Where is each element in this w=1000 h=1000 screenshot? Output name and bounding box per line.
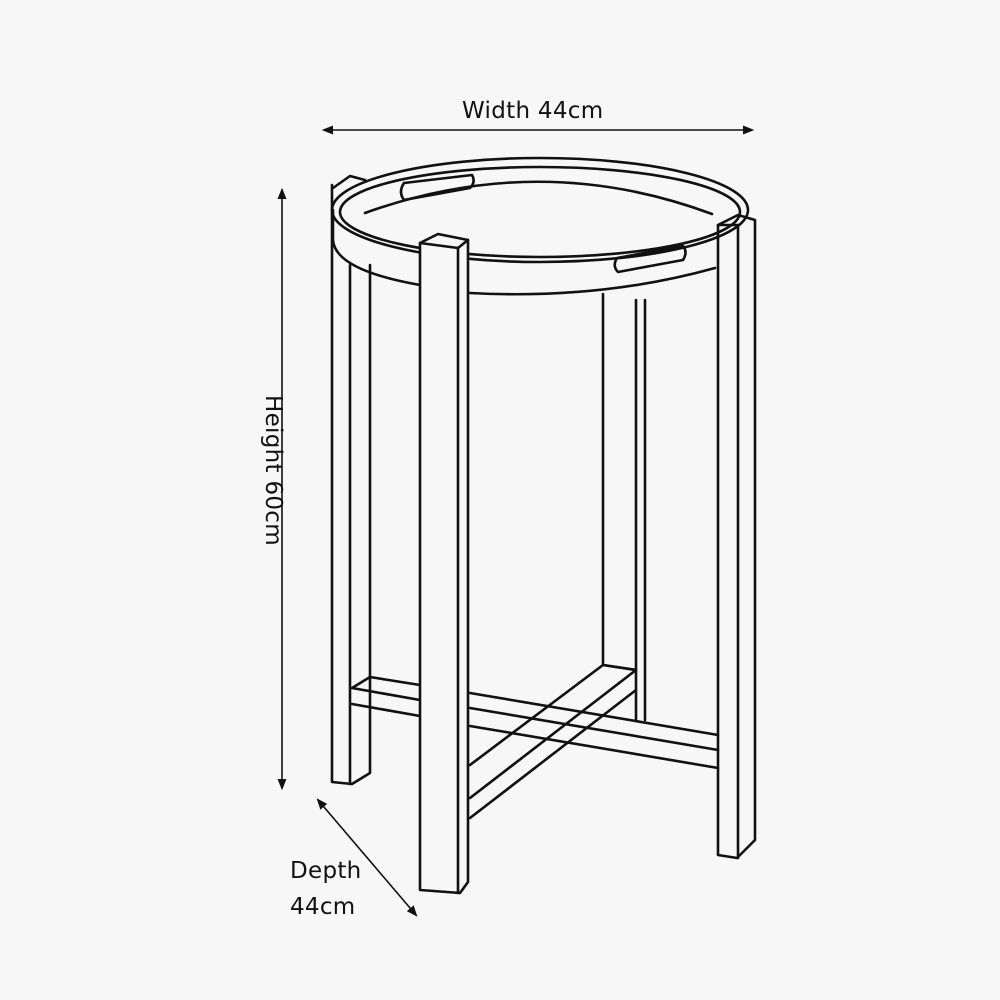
front-stretcher [468, 691, 720, 770]
depth-dimension-value: 44cm [290, 894, 356, 920]
depth-dimension-label: Depth [290, 858, 362, 884]
front-left-leg [418, 232, 470, 895]
diagonal-brace [468, 663, 638, 820]
width-dimension-label: Width 44cm [462, 98, 604, 124]
height-dimension-label: Height 60cm [260, 395, 286, 546]
front-right-leg [716, 213, 757, 860]
depth-arrow [316, 798, 418, 917]
tray-handle-left [399, 173, 475, 202]
side-stretcher-left [350, 675, 422, 718]
tray-handle-right [613, 244, 687, 274]
back-left-leg [330, 183, 372, 786]
back-right-leg [601, 292, 647, 722]
round-tray [330, 156, 750, 296]
